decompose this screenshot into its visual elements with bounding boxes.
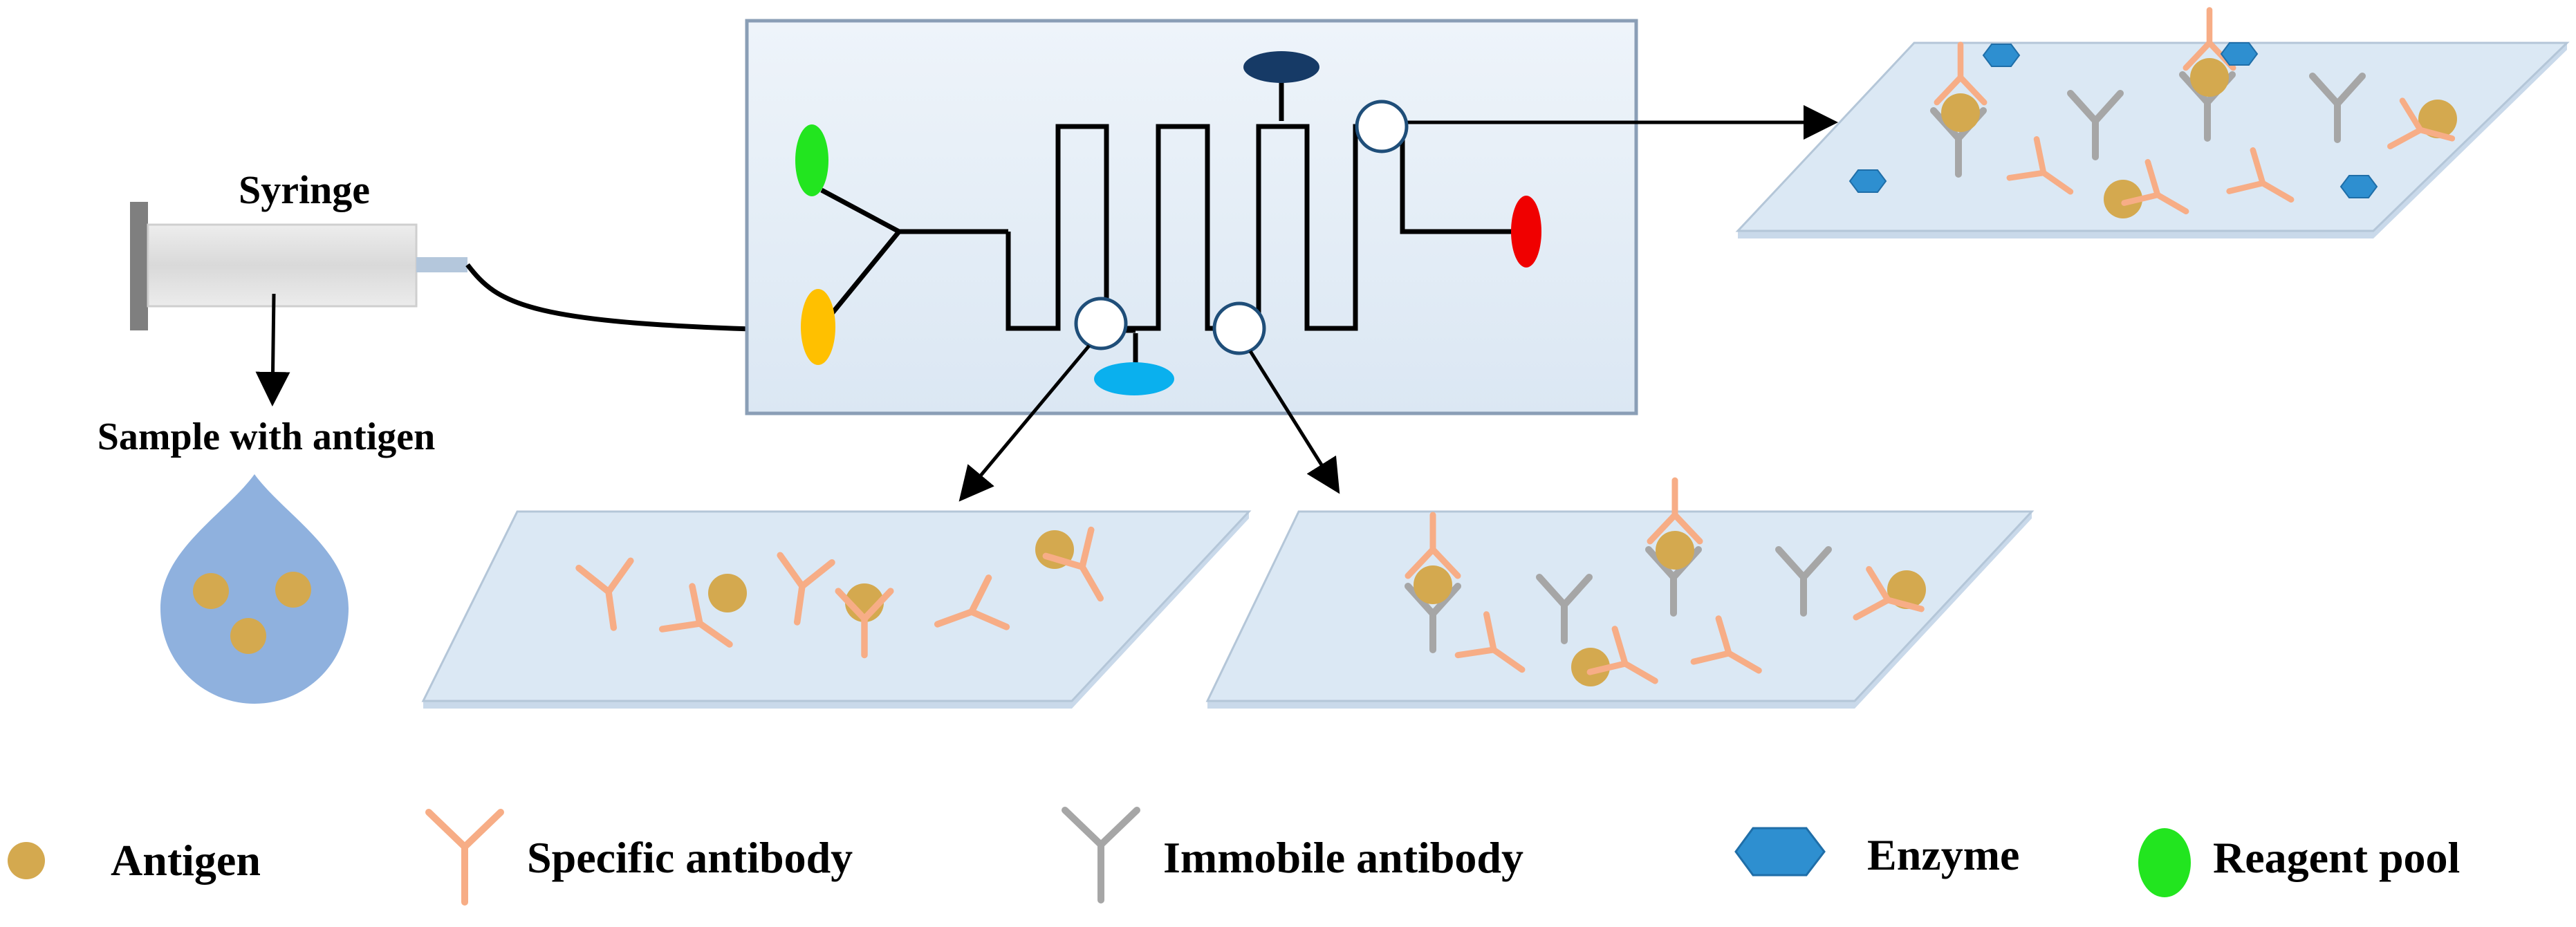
reaction-plate-1: [421, 510, 1252, 709]
legend-item-specific-antibody: Specific antibody: [425, 809, 853, 906]
enzyme: [2220, 42, 2259, 66]
antigen-particle: [2104, 180, 2142, 218]
legend-label: Reagent pool: [2213, 833, 2460, 882]
antigen-particle: [1941, 93, 1980, 132]
reagent-pool-dark-blue: [1243, 51, 1319, 83]
microfluidic-chip: [745, 19, 1838, 415]
antigen-particle: [1656, 531, 1694, 570]
legend-item-antigen: Antigen: [8, 836, 261, 885]
antigen-icon: [8, 842, 45, 879]
enzyme: [1982, 44, 2021, 67]
reagent-pool-green: [795, 124, 828, 196]
antigen-particle: [1571, 648, 1610, 686]
antigen-particle: [193, 573, 229, 609]
serpentine-channel: [1006, 124, 1382, 331]
plate-surface: [421, 510, 1252, 702]
enzyme-icon: [1734, 827, 1826, 877]
immobile-antibody-icon: [1062, 807, 1140, 903]
enzyme: [2339, 175, 2378, 198]
sample-droplet: [160, 474, 349, 704]
outlet-branch-channel: [1400, 127, 1518, 234]
antigen-particle: [2418, 100, 2457, 138]
legend-label: Enzyme: [1867, 830, 2019, 879]
chamber-to-plate2-arrow: [1248, 350, 1340, 494]
syringe-plunger: [130, 202, 148, 330]
specific-antibody-icon: [425, 809, 504, 906]
reaction-plate-3: [1735, 10, 2570, 238]
reagent-pool-icon: [2138, 828, 2191, 897]
reaction-chamber: [1355, 100, 1409, 153]
antigen-particle: [275, 572, 311, 608]
reaction-chamber: [1074, 297, 1128, 350]
legend-item-immobile-antibody: Immobile antibody: [1062, 807, 1523, 903]
chip-body: [745, 19, 1638, 415]
syringe-tube: [465, 263, 810, 333]
legend: Antigen Specific antibody Immobile antib…: [8, 807, 2460, 906]
chamber-to-plate1-arrow: [958, 344, 1091, 502]
enzyme: [1848, 169, 1887, 193]
antigen-particle: [708, 574, 747, 612]
antigen-particle: [1414, 565, 1452, 604]
reagent-pool-light-blue: [1094, 362, 1174, 395]
syringe: [130, 202, 467, 330]
reagent-pool-red: [1511, 196, 1541, 268]
syringe-barrel: [147, 223, 418, 308]
legend-label: Immobile antibody: [1163, 833, 1523, 882]
sample-label: Sample with antigen: [98, 415, 436, 458]
antigen-particle: [2190, 58, 2229, 97]
plate-surface: [1205, 510, 2035, 702]
legend-label: Antigen: [111, 836, 261, 885]
reagent-pool-yellow: [801, 289, 835, 365]
syringe-tip: [416, 257, 467, 272]
legend-item-reagent-pool: Reagent pool: [2138, 828, 2460, 897]
antigen-particle: [230, 618, 266, 654]
legend-item-enzyme: Enzyme: [1734, 827, 2019, 879]
syringe-to-sample-arrow: [255, 293, 290, 406]
droplet-shape: [160, 474, 349, 704]
reaction-chamber: [1212, 301, 1266, 355]
syringe-label: Syringe: [239, 167, 370, 212]
reaction-plate-2: [1205, 480, 2035, 709]
legend-label: Specific antibody: [527, 833, 853, 882]
